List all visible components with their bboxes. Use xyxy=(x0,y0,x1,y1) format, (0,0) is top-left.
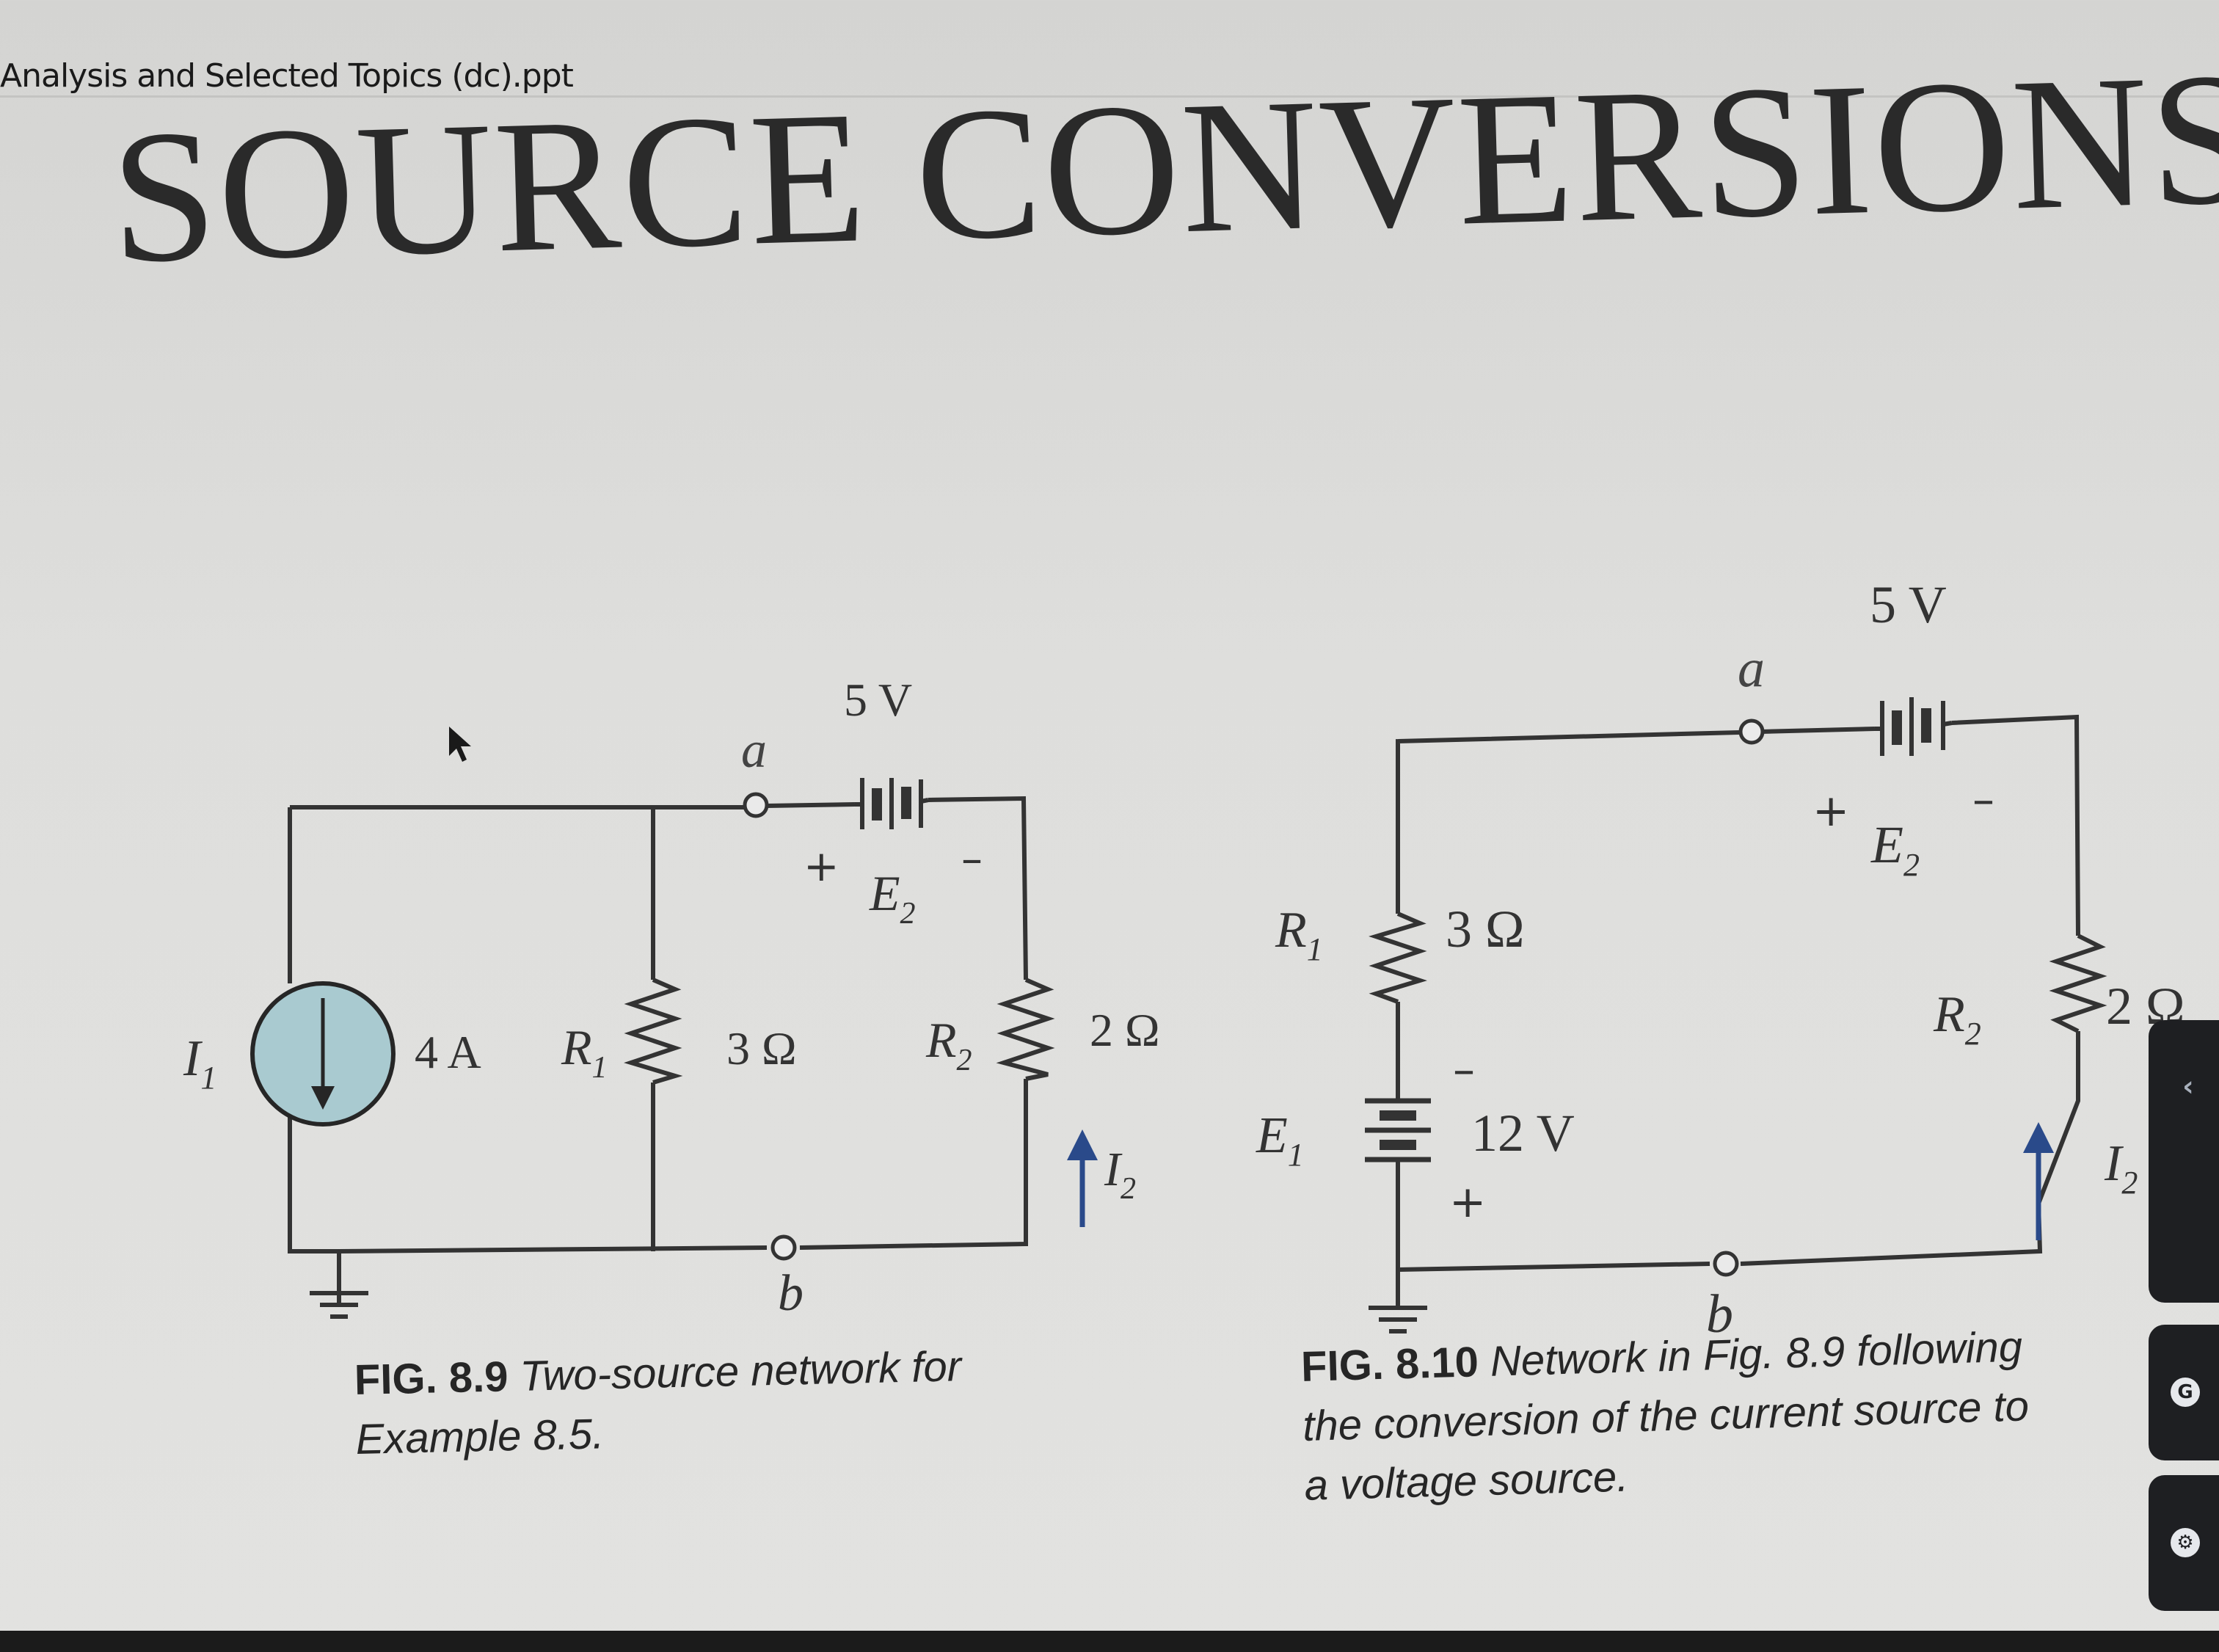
fig810-terminal-b xyxy=(1713,1251,1739,1277)
label-plus: + xyxy=(804,841,839,891)
fig-8-9-circuit: I1 4 A R1 3 Ω R2 2 Ω a b 5 V + – E2 I2 xyxy=(183,674,1160,1322)
fig810-battery-E2 xyxy=(1875,697,1953,756)
label-R2: R2 xyxy=(925,1012,972,1077)
document-tab-title[interactable]: Analysis and Selected Topics (dc).ppt xyxy=(0,57,574,95)
cursor-arrow-icon xyxy=(449,727,471,762)
label-current-value: 4 A xyxy=(415,1026,481,1078)
label-R1: R1 xyxy=(561,1019,608,1085)
fig810-label-E2-minus: – xyxy=(1972,774,1994,826)
fig810-label-R2: R2 xyxy=(1933,986,1981,1052)
fig-8-10-caption: FIG. 8.10 Network in Fig. 8.9 following … xyxy=(1300,1317,2031,1515)
label-I1: I1 xyxy=(183,1030,216,1096)
fig810-label-E1-minus: – xyxy=(1453,1044,1475,1096)
fig810-label-R1: R1 xyxy=(1275,902,1323,967)
terminal-a xyxy=(743,792,769,818)
label-a: a xyxy=(741,722,767,779)
fig810-label-E2: E2 xyxy=(1870,815,1920,883)
screen-bottom-edge xyxy=(0,1631,2219,1652)
fig810-label-R1-value: 3 Ω xyxy=(1446,900,1525,958)
side-panel-button-top[interactable]: ‹ xyxy=(2149,1020,2219,1303)
fig810-label-E2-value: 5 V xyxy=(1870,575,1947,634)
fig810-label-E1: E1 xyxy=(1256,1107,1304,1173)
fig810-label-E1-plus: + xyxy=(1449,1176,1486,1228)
fig-8-9-caption: FIG. 8.9 Two-source network for Example … xyxy=(354,1336,963,1469)
fig-8-10-circuit: R1 3 Ω – E1 12 V + a b 5 V + – E2 R2 2 Ω… xyxy=(1256,575,2185,1344)
resistor-R2 xyxy=(996,978,1055,1081)
fig810-label-a: a xyxy=(1738,638,1765,699)
fig810-resistor-R2 xyxy=(2049,934,2107,1033)
fig-8-10-caption-line2: the conversion of the current source to xyxy=(1302,1382,2030,1451)
label-R2-value: 2 Ω xyxy=(1090,1004,1160,1056)
fig-8-9-caption-label: FIG. 8.9 xyxy=(354,1353,509,1404)
fig810-label-b: b xyxy=(1706,1284,1733,1344)
fig-8-10-caption-line3: a voltage source. xyxy=(1303,1452,1630,1510)
battery-E1 xyxy=(1365,1098,1431,1162)
fig810-terminal-a xyxy=(1738,718,1765,745)
label-E2-value: 5 V xyxy=(844,674,912,726)
settings-icon: ⚙ xyxy=(2171,1528,2200,1557)
label-E2: E2 xyxy=(869,865,916,931)
battery-E2 xyxy=(855,778,929,829)
fig810-label-I2: I2 xyxy=(2104,1135,2138,1201)
resistor-R1 xyxy=(624,978,683,1085)
terminal-b xyxy=(770,1234,797,1261)
header-divider xyxy=(0,95,2219,98)
fig810-resistor-R1 xyxy=(1369,911,1427,1004)
fig810-label-E1-value: 12 V xyxy=(1471,1104,1575,1162)
fig-8-9-caption-text-2: Example 8.5. xyxy=(355,1410,605,1464)
label-R1-value: 3 Ω xyxy=(726,1022,797,1074)
label-I2: I2 xyxy=(1104,1143,1136,1206)
fig-8-10-caption-line1: Network in Fig. 8.9 following xyxy=(1490,1322,2023,1386)
chevron-icon: ‹ xyxy=(2182,1070,2194,1102)
side-panel-button-middle[interactable]: G xyxy=(2149,1325,2219,1460)
circle-g-icon: G xyxy=(2171,1378,2200,1407)
fig810-label-E2-plus: + xyxy=(1812,785,1849,837)
fig-8-10-caption-label: FIG. 8.10 xyxy=(1300,1338,1479,1391)
label-minus: – xyxy=(961,834,983,884)
current-source-I1 xyxy=(250,981,396,1127)
fig-8-9-caption-text: Two-source network for xyxy=(519,1342,962,1400)
side-panel-button-bottom[interactable]: ⚙ xyxy=(2149,1475,2219,1611)
label-b: b xyxy=(778,1265,804,1322)
